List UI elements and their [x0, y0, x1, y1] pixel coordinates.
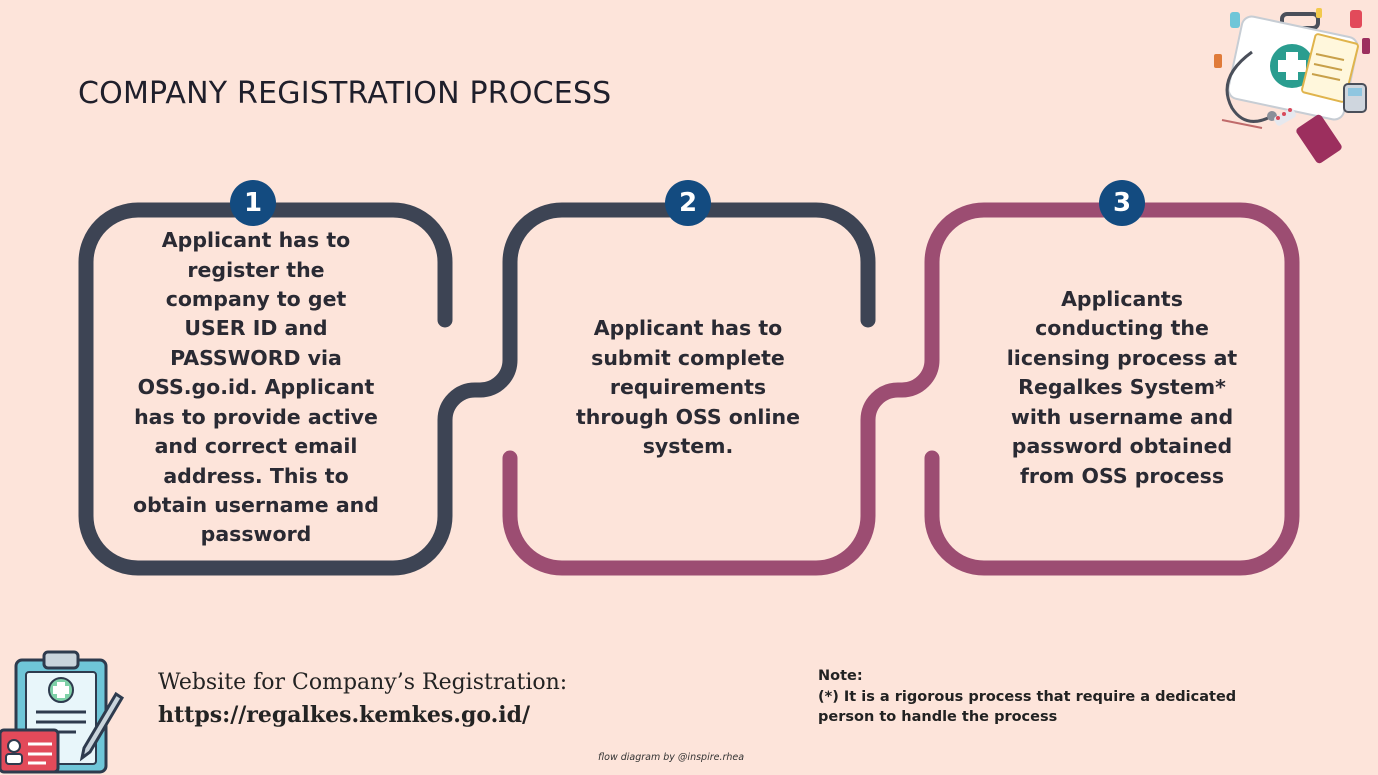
step-2-text: Applicant has to submit complete require… [576, 316, 800, 459]
box-2-bottom-outline [502, 202, 1300, 576]
note-block: Note: (*) It is a rigorous process that … [818, 666, 1288, 728]
clipboard-medical-icon [0, 650, 125, 774]
step-3-text: Applicants conducting the licensing proc… [1006, 287, 1238, 488]
note-text: (*) It is a rigorous process that requir… [818, 688, 1237, 726]
step-2-number-badge: 2 [665, 180, 711, 226]
website-block: Website for Company’s Registration: http… [158, 666, 567, 732]
note-heading: Note: [818, 668, 863, 684]
diagram-credit: flow diagram by @inspire.rhea [598, 752, 745, 763]
step-1-text: Applicant has to register the company to… [133, 228, 379, 547]
box-2-top-outline [472, 202, 876, 398]
website-url-link[interactable]: https://regalkes.kemkes.go.id/ [158, 702, 531, 728]
box-1-outline [78, 202, 488, 576]
website-label: Website for Company’s Registration: [158, 670, 568, 695]
page-title: COMPANY REGISTRATION PROCESS [78, 76, 612, 111]
step-3-number-badge: 3 [1099, 180, 1145, 226]
medical-kit-icon [1214, 8, 1370, 164]
step-1-number-badge: 1 [230, 180, 276, 226]
